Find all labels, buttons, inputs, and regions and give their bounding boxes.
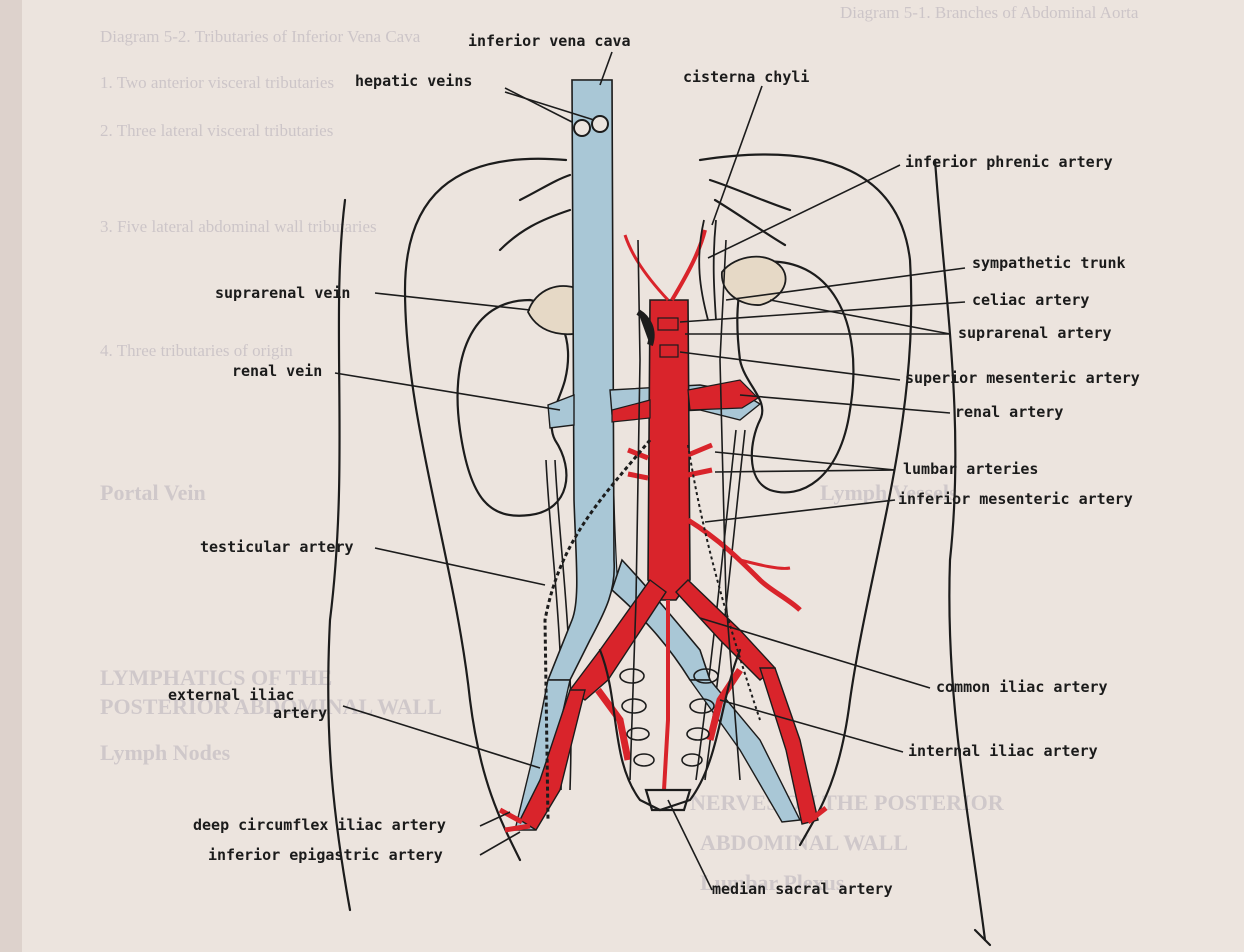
label-common-iliac-artery: common iliac artery <box>936 678 1108 696</box>
label-inferior-mesenteric-artery: inferior mesenteric artery <box>898 490 1133 508</box>
label-hepatic-veins: hepatic veins <box>355 72 472 90</box>
label-renal-vein: renal vein <box>232 362 322 380</box>
ghost-line: 3. Five lateral abdominal wall tributari… <box>100 217 377 236</box>
label-external-iliac-artery: external iliac <box>168 686 294 704</box>
label-suprarenal-artery: suprarenal artery <box>958 324 1112 342</box>
label-internal-iliac-artery: internal iliac artery <box>908 742 1098 760</box>
ghost-heading: ABDOMINAL WALL <box>700 830 908 855</box>
cisterna-chyli <box>699 220 716 320</box>
label-lumbar-arteries: lumbar arteries <box>903 460 1038 478</box>
label-median-sacral-artery: median sacral artery <box>712 880 893 898</box>
ghost-line: Diagram 5-1. Branches of Abdominal Aorta <box>840 3 1139 22</box>
label-deep-circumflex-iliac-artery: deep circumflex iliac artery <box>193 816 446 834</box>
show-through-text: Diagram 5-2. Tributaries of Inferior Ven… <box>100 3 1139 895</box>
label-celiac-artery: celiac artery <box>972 291 1089 309</box>
ghost-heading: NERVES ON THE POSTERIOR <box>690 790 1005 815</box>
ghost-line: 1. Two anterior visceral tributaries <box>100 73 334 92</box>
label-superior-mesenteric-artery: superior mesenteric artery <box>905 369 1140 387</box>
ghost-line: Diagram 5-2. Tributaries of Inferior Ven… <box>100 27 421 46</box>
label-external-iliac-artery-2: artery <box>273 704 327 722</box>
label-inferior-phrenic-artery: inferior phrenic artery <box>905 153 1113 171</box>
ghost-line: 4. Three tributaries of origin <box>100 341 293 360</box>
label-suprarenal-vein: suprarenal vein <box>215 284 350 302</box>
ghost-heading: Lymph Nodes <box>100 740 231 765</box>
label-sympathetic-trunk: sympathetic trunk <box>972 254 1126 272</box>
label-inferior-epigastric-artery: inferior epigastric artery <box>208 846 443 864</box>
label-inferior-vena-cava: inferior vena cava <box>468 32 631 50</box>
label-cisterna-chyli: cisterna chyli <box>683 68 809 86</box>
label-renal-artery: renal artery <box>955 403 1063 421</box>
ghost-line: 2. Three lateral visceral tributaries <box>100 121 333 140</box>
page-edge <box>0 0 22 952</box>
label-testicular-artery: testicular artery <box>200 538 354 556</box>
ghost-heading: Portal Vein <box>100 480 206 505</box>
